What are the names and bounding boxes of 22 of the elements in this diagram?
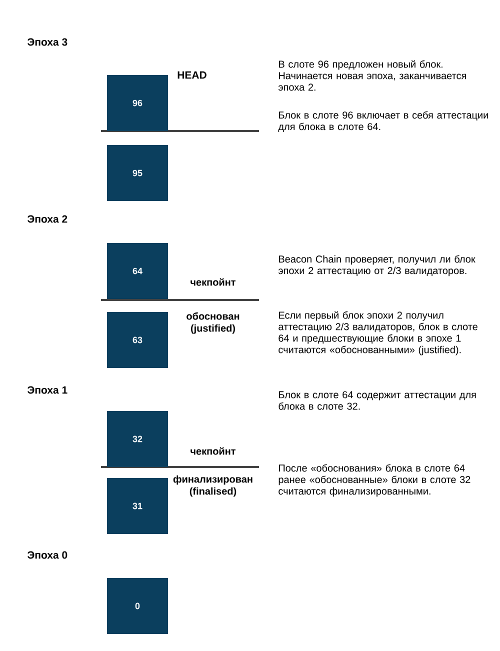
- block-box: 0: [107, 578, 168, 634]
- epoch-heading: Эпоха 3: [27, 38, 68, 46]
- block-box: 95: [107, 145, 168, 201]
- epoch-heading: Эпоха 0: [27, 551, 68, 559]
- description-text: Блок в слоте 64 содержит аттестации для блока в слоте 32.: [278, 391, 476, 410]
- status-label: финализирован (finalised): [173, 475, 252, 497]
- epoch-heading: Эпоха 2: [27, 215, 68, 223]
- description-text: Beacon Chain проверяет, получил ли блок эпохи 2 аттестацию от 2/3 валидаторов.: [278, 255, 476, 276]
- description-text: Блок в слоте 96 включает в себя аттестации для блока в слоте 64.: [278, 111, 488, 132]
- description-text: В слоте 96 предложен новый блок. Начинается новая эпоха, заканчивается эпоха 2.: [278, 60, 466, 91]
- description-text: Если первый блок эпохи 2 получил аттестацию 2/3 валидаторов, блок в слоте 64 и предшествующие блоки в эпохе 1 считаются «обоснованными» (justified).: [278, 311, 478, 356]
- block-box: 32: [107, 411, 168, 467]
- block-box: 31: [107, 478, 168, 534]
- description-text: После «обоснования» блока в слоте 64 ранее «обоснованные» блоки в слоте 32 считаются финализированными.: [278, 464, 470, 497]
- block-box: 63: [107, 312, 168, 368]
- status-label: чекпойнт: [190, 447, 236, 455]
- block-box: 96: [107, 75, 168, 131]
- status-label: обоснован (justified): [186, 312, 240, 334]
- status-label: чекпойнт: [190, 278, 236, 286]
- head-label: HEAD: [178, 71, 206, 79]
- epoch-heading: Эпоха 1: [27, 386, 68, 394]
- block-box: 64: [107, 243, 168, 299]
